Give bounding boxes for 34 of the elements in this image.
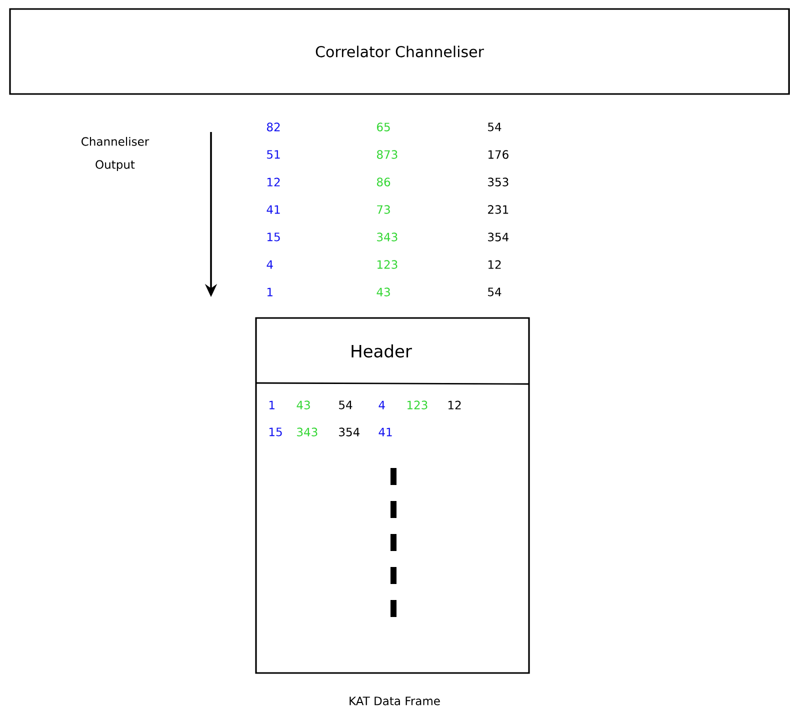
table-value: 41 — [266, 205, 280, 214]
table-value: 4 — [266, 260, 273, 269]
table-value: 354 — [488, 232, 508, 242]
table-value: 43 — [376, 288, 390, 296]
node-label: KAT Data Frame — [350, 696, 440, 706]
table-value: 54 — [488, 288, 502, 296]
table-value: 343 — [377, 232, 398, 242]
frame-value: 354 — [339, 428, 360, 436]
table-value: 51 — [267, 150, 280, 159]
frame-value: 43 — [296, 400, 310, 410]
table-value: 54 — [488, 122, 502, 132]
table-value: 231 — [488, 205, 508, 214]
table-value: 82 — [267, 122, 280, 132]
frame-value: 41 — [378, 428, 392, 436]
frame-value: 123 — [407, 400, 428, 410]
table-value: 176 — [488, 150, 508, 159]
frame-value: 4 — [378, 400, 385, 410]
annotation-label: Channeliser Output — [82, 136, 150, 172]
table-value: 12 — [488, 260, 501, 269]
table-value: 123 — [377, 260, 398, 269]
table-value: 873 — [377, 150, 398, 159]
frame-value: 343 — [297, 428, 318, 436]
table-value: 73 — [377, 205, 390, 214]
table-value: 353 — [488, 178, 508, 186]
frame-value: 1 — [269, 400, 274, 410]
frame-value: 15 — [269, 428, 282, 436]
table-value: 15 — [267, 232, 280, 242]
process-box: Correlator Channeliser — [9, 8, 790, 95]
table-value: 65 — [377, 122, 390, 132]
frame-value: 12 — [448, 400, 461, 410]
frame-value: 54 — [339, 400, 352, 410]
table-value: 1 — [267, 288, 272, 296]
table-value: 86 — [377, 178, 390, 186]
table-value: 12 — [267, 178, 280, 186]
